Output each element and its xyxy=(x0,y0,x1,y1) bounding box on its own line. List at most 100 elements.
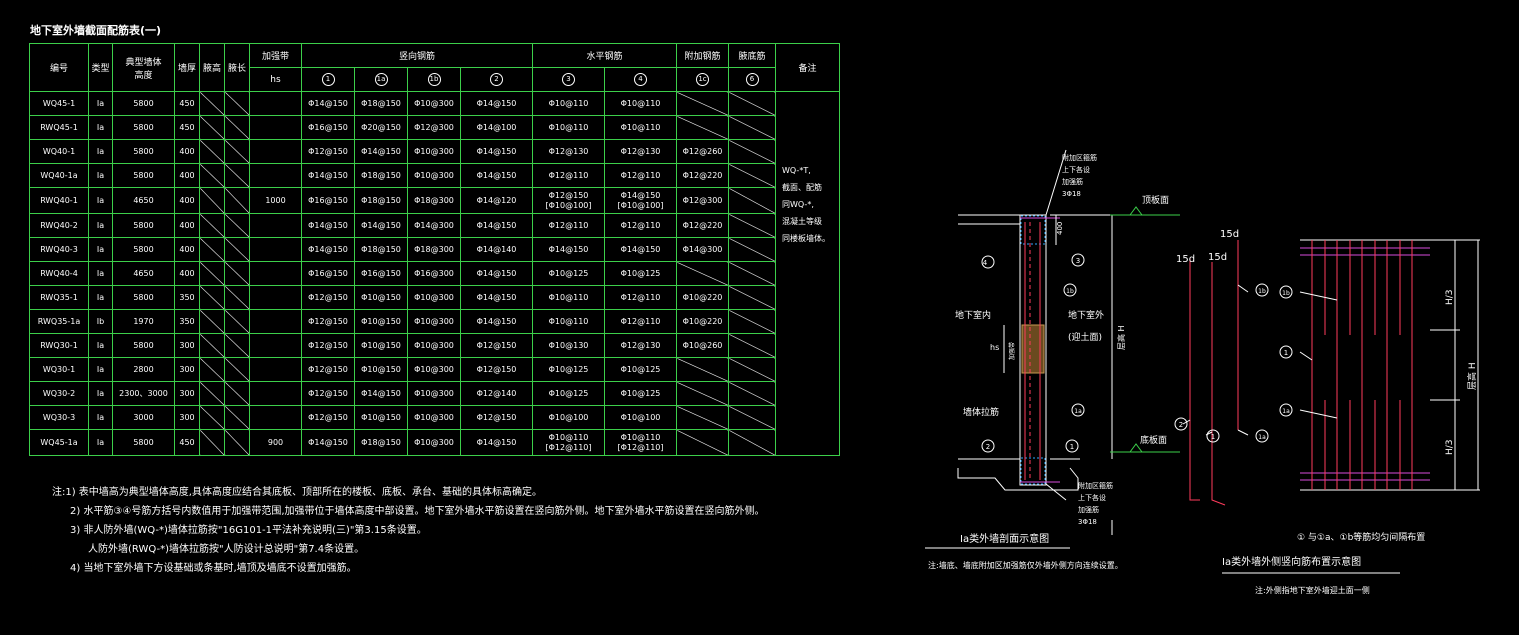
bottom-slab-label: 底板面 xyxy=(1140,434,1167,446)
cell-rebar: Φ10@125 xyxy=(532,357,605,382)
header-remark: 备注 xyxy=(775,43,840,92)
marker-1b: 1b xyxy=(1066,288,1074,295)
cell-ana xyxy=(199,163,225,188)
cell-type: Ia xyxy=(88,237,113,262)
note-3b: 人防外墙(RWQ-*)墙体拉筋按"人防设计总说明"第7.4条设置。 xyxy=(88,544,365,555)
cell-rebar xyxy=(728,333,776,358)
cell-rebar: Φ10@110 xyxy=(532,115,605,140)
cell-rebar: Φ10@110 [Φ12@110] xyxy=(532,429,605,456)
cell-height: 5800 xyxy=(112,163,175,188)
header-anl: 腋长 xyxy=(224,43,250,92)
cell-rebar: Φ16@150 xyxy=(301,115,355,140)
cell-ana xyxy=(199,333,225,358)
cell-ana xyxy=(199,139,225,164)
elevation-diagram xyxy=(1279,239,1480,491)
height-label: 层高 H xyxy=(1116,325,1126,350)
bottom-note-3: 加强筋 xyxy=(1078,505,1099,514)
shape-marker-1: 1 xyxy=(1211,433,1215,441)
cell-rebar xyxy=(676,405,729,430)
marker-2: 2 xyxy=(986,443,990,451)
cell-anl xyxy=(224,187,250,214)
cell-height: 2800 xyxy=(112,357,175,382)
dim-h: 层高 H xyxy=(1466,362,1478,390)
cell-rebar xyxy=(728,285,776,310)
section-subcaption: 注:墙底、墙底附加区加强筋仅外墙外侧方向连续设置。 xyxy=(928,560,1123,570)
elev-marker-1: 1 xyxy=(1284,349,1288,357)
top-note-4: 3Φ18 xyxy=(1062,190,1081,198)
cell-rebar xyxy=(676,381,729,406)
cell-rebar xyxy=(728,309,776,334)
wall-section-diagram xyxy=(957,149,1180,535)
cell-rebar xyxy=(676,429,729,456)
label-15d-b: 15d xyxy=(1208,252,1227,263)
rebar-shape-diagram xyxy=(1174,240,1269,506)
marker-4: 4 xyxy=(983,259,988,267)
elev-caption: Ia类外墙外侧竖向筋布置示意图 xyxy=(1222,555,1361,568)
cell-rebar: Φ14@150 xyxy=(354,139,408,164)
cell-thickness: 400 xyxy=(174,237,200,262)
cell-anl xyxy=(224,139,250,164)
header-vertical: 竖向钢筋 xyxy=(301,43,533,68)
cell-rebar: Φ12@110 xyxy=(604,309,677,334)
cell-no: RWQ30-1 xyxy=(29,333,89,358)
cell-anl xyxy=(224,309,250,334)
marker-1: 1 xyxy=(1070,443,1074,451)
cell-height: 3000 xyxy=(112,405,175,430)
cell-no: WQ45-1 xyxy=(29,91,89,116)
cell-rebar: Φ16@150 xyxy=(354,261,408,286)
cell-no: WQ40-1 xyxy=(29,139,89,164)
top-note-3: 加强筋 xyxy=(1062,177,1083,186)
shape-marker-1a: 1a xyxy=(1258,434,1266,441)
cell-ana xyxy=(199,309,225,334)
top-note-1: 附加区箍筋 xyxy=(1062,153,1097,162)
cell-rebar: Φ14@150 xyxy=(301,213,355,238)
dim-h3-bottom: H/3 xyxy=(1445,439,1455,455)
cell-anl xyxy=(224,261,250,286)
cell-no: RWQ40-3 xyxy=(29,237,89,262)
bottom-note-2: 上下各设 xyxy=(1078,493,1106,502)
cell-no: WQ30-3 xyxy=(29,405,89,430)
bottom-note-1: 附加区箍筋 xyxy=(1078,481,1113,490)
cell-no: RWQ40-4 xyxy=(29,261,89,286)
cell-rebar: Φ10@300 xyxy=(407,429,461,456)
cell-rebar: Φ10@150 xyxy=(354,357,408,382)
cell-hs: 1000 xyxy=(249,187,302,214)
cell-rebar: Φ12@150 xyxy=(301,357,355,382)
cell-anl xyxy=(224,285,250,310)
cell-ana xyxy=(199,285,225,310)
remark-line: WQ-*T, xyxy=(782,166,811,175)
top-slab-label: 顶板面 xyxy=(1142,194,1169,206)
top-note-2: 上下各设 xyxy=(1062,165,1090,174)
cell-rebar: Φ10@125 xyxy=(604,357,677,382)
band-label: 加强带 xyxy=(1008,342,1016,360)
cell-height: 4650 xyxy=(112,261,175,286)
cell-height: 5800 xyxy=(112,237,175,262)
cell-hs xyxy=(249,357,302,382)
cell-ana xyxy=(199,237,225,262)
cell-rebar: Φ14@150 xyxy=(301,91,355,116)
tie-label: 墙体拉筋 xyxy=(963,406,999,418)
cell-no: WQ45-1a xyxy=(29,429,89,456)
cell-rebar: Φ10@150 xyxy=(354,333,408,358)
note-1: 注:1) 表中墙高为典型墙体高度,具体高度应结合其底板、顶部所在的楼板、底板、承… xyxy=(52,487,542,498)
header-no: 编号 xyxy=(29,43,89,92)
inside-label: 地下室内 xyxy=(955,309,991,321)
subheader-1a: 1a xyxy=(354,67,408,92)
remark-line: 同楼板墙体。 xyxy=(782,234,830,243)
cell-rebar: Φ16@150 xyxy=(301,187,355,214)
cell-rebar: Φ10@300 xyxy=(407,357,461,382)
header-type: 类型 xyxy=(88,43,113,92)
cell-rebar xyxy=(728,405,776,430)
cell-hs xyxy=(249,405,302,430)
table-title: 地下室外墙截面配筋表(一) xyxy=(30,24,162,37)
cell-rebar: Φ12@220 xyxy=(676,213,729,238)
remark-line: 截面、配筋 xyxy=(782,183,822,192)
elev-subcaption: 注:外侧指地下室外墙迎土面一侧 xyxy=(1255,585,1370,595)
